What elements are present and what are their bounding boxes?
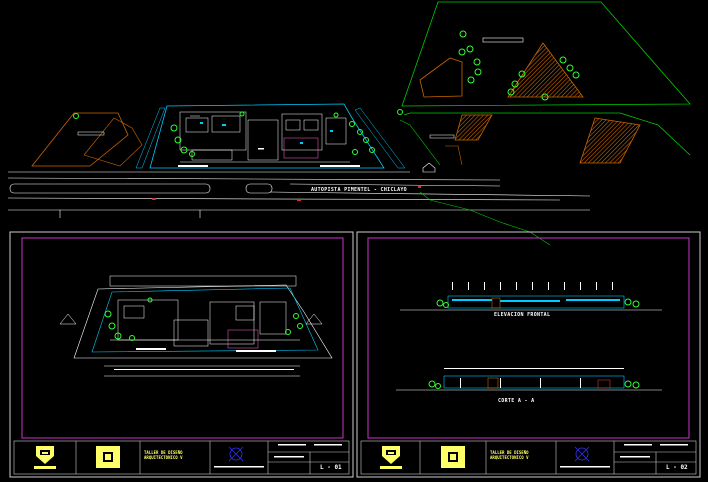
road-edge-green [419,191,551,246]
sheet-l01-seal-icon [228,446,244,462]
building-details [200,122,333,150]
sheet-l01-number: L - 01 [320,464,342,471]
site-plan [7,1,691,246]
road-markers [152,186,421,201]
sheet-l02-number: L - 02 [666,464,688,471]
section-aa-drawing [396,368,662,391]
plot-east-line [445,145,463,166]
sheet-l01-logo-center [96,446,120,468]
north-lot-label [482,37,524,43]
tree-west [73,113,79,119]
trees-north [397,30,580,115]
sheet-l02-seal-icon [574,446,590,462]
land-boundary-north [401,1,691,107]
section-label: CORTE A - A [498,398,535,404]
plot-west-2 [83,117,143,167]
plot-east-2 [579,117,641,164]
trees-site [170,111,375,157]
plot-north-triangle [507,42,584,98]
parking-strip-west [178,165,208,167]
elevation-label: ELEVACION FRONTAL [494,312,551,318]
main-building-plan [179,111,350,163]
plot-north-left [419,57,463,98]
parking-strip-east [320,165,360,167]
site-edge-west [135,107,166,169]
site-edge-east [354,107,406,169]
west-lot-label [77,131,105,136]
sheet-l02-title-block [360,440,697,475]
sheet-l01-logo-left [34,446,56,469]
land-edge-east [399,119,441,166]
house-icon [422,162,436,173]
sheet-l02-logo-left [380,446,402,469]
sheet-l01 [9,231,354,478]
sheet-l02-logo-center [441,446,465,468]
sheet-l01-site-plan [59,275,333,377]
front-elevation-drawing [400,282,662,311]
sheet-l02 [356,231,701,478]
plot-east-1 [454,114,493,141]
land-boundary-east [403,112,691,156]
site-boundary-main [149,103,385,169]
sheet-l02-tb-lines [560,444,688,468]
east-lot-label [429,134,455,139]
plot-west-1 [31,112,129,167]
sheet-l01-school-title: TALLER DE DISEÑO ARQUITECTONICO V [144,450,183,460]
sheet-l02-school-title: TALLER DE DISEÑO ARQUITECTONICO V [490,450,529,460]
highway [7,171,591,218]
road-label: AUTOPISTA PIMENTEL - CHICLAYO [311,187,407,193]
sheet-l01-title-block [13,440,350,475]
sheet-l01-tb-lines [214,444,342,468]
